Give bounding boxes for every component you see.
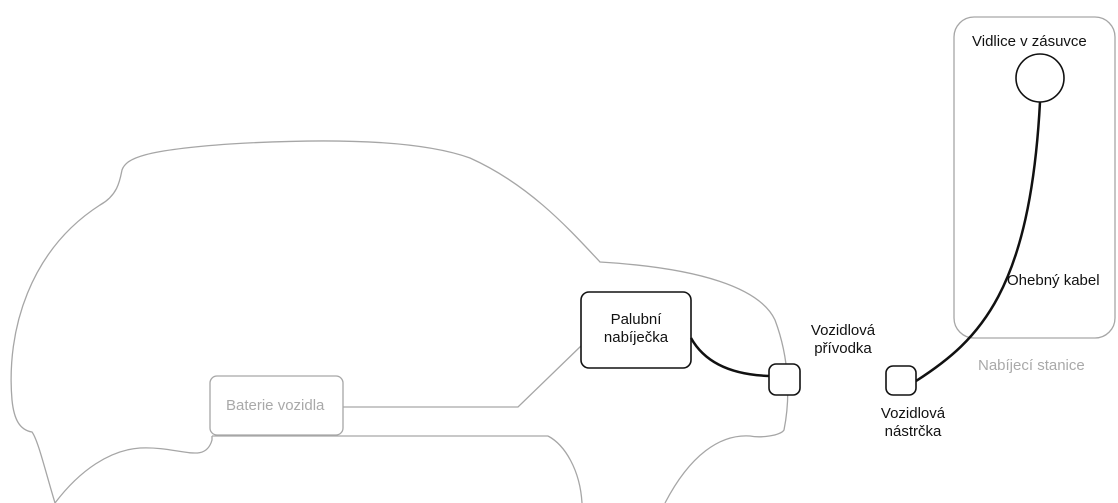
flexible-cable — [915, 101, 1042, 383]
onboard-charger-box — [580, 291, 692, 369]
charging-station-label: Nabíjecí stanice — [978, 357, 1085, 374]
vehicle-inlet-label-line2: přívodka — [814, 340, 872, 357]
plug-in-socket-label: Vidlice v zásuvce — [972, 33, 1087, 50]
onboard-charger-label: Palubní nabíječka — [581, 311, 691, 347]
car-body-outline — [10, 140, 789, 503]
vehicle-connector-label-line1: Vozidlová — [880, 405, 946, 422]
vehicle-inlet-box — [768, 363, 801, 396]
rear-wheel-arch — [54, 436, 213, 503]
onboard-charger-label-line1: Palubní — [610, 311, 662, 328]
onboard-charger-label-line2: nabíječka — [603, 329, 669, 346]
battery-box — [209, 375, 344, 436]
front-wheel-arch — [547, 435, 583, 503]
vehicle-connector-box — [885, 365, 917, 396]
plug-circle — [1015, 53, 1065, 103]
vehicle-inlet-label: Vozidlová přívodka — [798, 322, 888, 358]
charging-station-box — [953, 16, 1116, 339]
battery-label: Baterie vozidla — [226, 397, 325, 414]
vehicle-connector-label: Vozidlová nástrčka — [873, 405, 953, 441]
vehicle-connector-label-line2: nástrčka — [884, 423, 942, 440]
battery-charger-link — [343, 344, 583, 408]
charger-inlet-cable — [689, 337, 771, 378]
flexible-cable-label: Ohebný kabel — [1007, 272, 1100, 289]
vehicle-inlet-label-line1: Vozidlová — [810, 322, 876, 339]
